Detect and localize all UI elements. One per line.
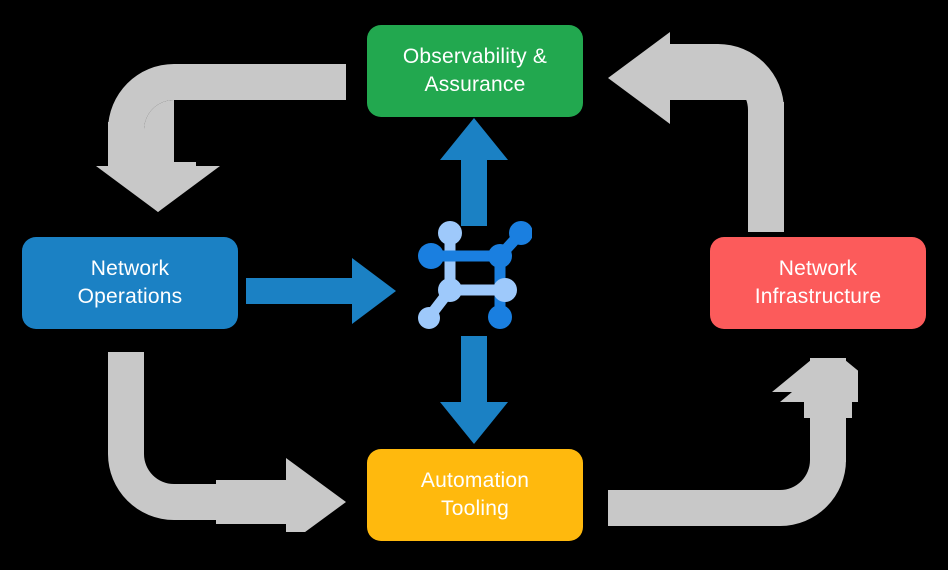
elbow-arrow-down-icon: [96, 52, 346, 212]
arrow-down-icon: [440, 336, 508, 444]
node-label: Observability & Assurance: [402, 45, 548, 96]
elbow-arrow-up-icon: [608, 358, 858, 538]
node-observability-assurance[interactable]: Observability & Assurance: [367, 25, 583, 117]
node-label: Network Operations: [77, 257, 183, 308]
network-topology-icon: [418, 218, 532, 332]
arrow-right-icon: [246, 258, 396, 324]
node-network-operations[interactable]: Network Operations: [22, 237, 238, 329]
node-network-infrastructure[interactable]: Network Infrastructure: [710, 237, 926, 329]
elbow-arrow-left-icon: [608, 32, 858, 232]
node-automation-tooling[interactable]: Automation Tooling: [367, 449, 583, 541]
arrow-up-icon: [440, 118, 508, 226]
node-label: Network Infrastructure: [754, 257, 882, 308]
elbow-arrow-right-icon: [96, 352, 346, 532]
node-label: Automation Tooling: [420, 469, 530, 520]
